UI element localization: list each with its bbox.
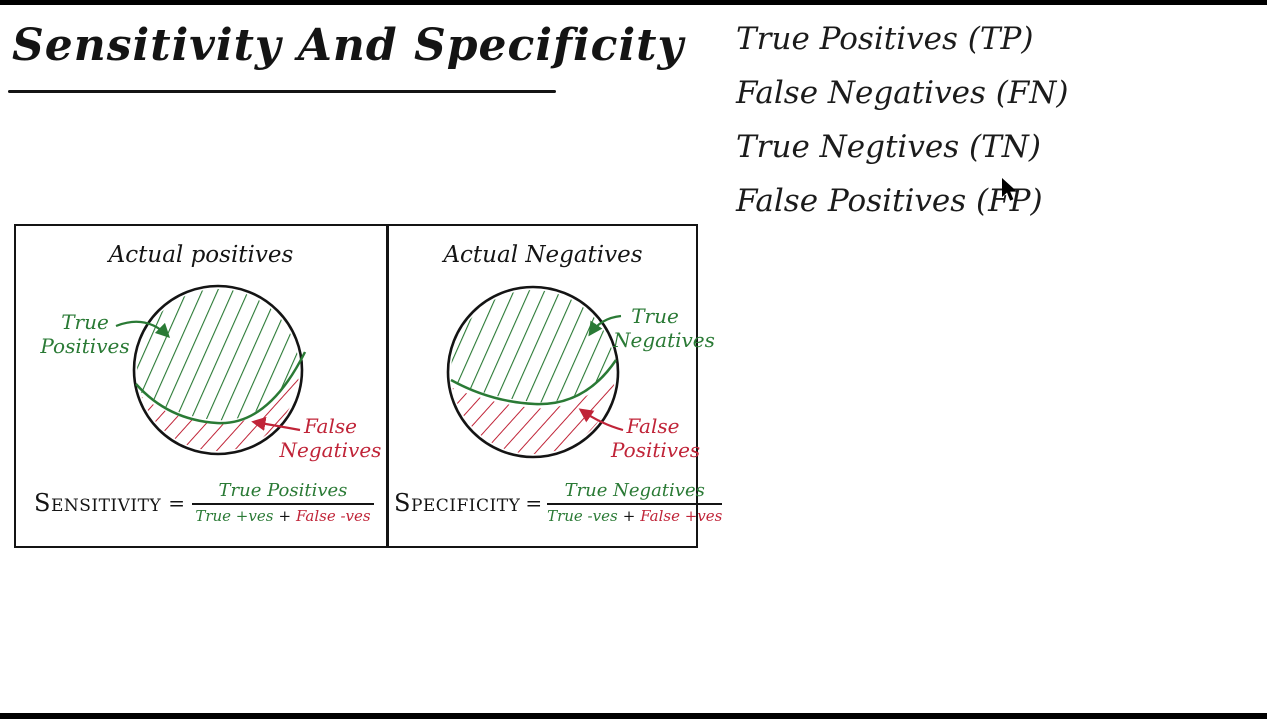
specificity-fraction-bar bbox=[547, 503, 723, 505]
specificity-equals-sign: = bbox=[525, 490, 543, 515]
specificity-denominator-plus: + bbox=[622, 507, 636, 525]
page-title: Sensitivity And Specificity bbox=[12, 20, 685, 71]
actual-negatives-heading: Actual Negatives bbox=[443, 242, 643, 268]
diagram-box: Actual positives bbox=[14, 224, 723, 548]
false-positives-label-line2: Positives bbox=[611, 438, 701, 462]
mouse-cursor bbox=[1002, 178, 1017, 201]
sensitivity-numerator: True Positives bbox=[218, 480, 348, 501]
false-negatives-label-line2: Negatives bbox=[279, 438, 382, 462]
legend-item-false-negatives: False Negatives (FN) bbox=[736, 75, 1069, 111]
panel-actual-negatives: Actual Negatives bbox=[389, 226, 723, 546]
legend-item-true-negatives: True Negtives (TN) bbox=[736, 129, 1041, 165]
region-boundary-line bbox=[135, 351, 307, 425]
legend-item-false-positives: False Positives (FP) bbox=[736, 183, 1043, 219]
true-positives-arrow bbox=[115, 320, 171, 339]
false-negatives-arrow bbox=[251, 416, 301, 432]
sensitivity-equals-sign: = bbox=[168, 490, 185, 515]
actual-negatives-drawing bbox=[446, 285, 624, 459]
region-boundary-line bbox=[450, 359, 618, 406]
sensitivity-denominator-fn: False -ves bbox=[296, 507, 371, 525]
specificity-fraction: True Negatives True -ves + False +ves bbox=[547, 480, 723, 525]
true-negatives-label: True Negatives bbox=[613, 304, 715, 352]
panel-divider bbox=[386, 226, 389, 546]
sensitivity-denominator-plus: + bbox=[278, 507, 292, 525]
mouse-cursor-arrow bbox=[1002, 178, 1017, 201]
specificity-denominator-fp: False +ves bbox=[640, 507, 723, 525]
sensitivity-denominator: True +ves + False -ves bbox=[195, 507, 370, 525]
panel-actual-positives: Actual positives bbox=[16, 226, 386, 546]
letterbox-top bbox=[0, 0, 1267, 5]
true-negatives-hatch bbox=[451, 290, 615, 403]
sensitivity-denominator-tp: True +ves bbox=[195, 507, 274, 525]
specificity-formula-name: Specificity bbox=[394, 488, 521, 517]
sensitivity-formula-name: Sensitivity bbox=[34, 488, 162, 517]
false-positives-label: False Positives bbox=[611, 414, 701, 462]
sensitivity-fraction-bar bbox=[191, 503, 374, 505]
letterbox-bottom bbox=[0, 713, 1267, 719]
false-negatives-label: False Negatives bbox=[278, 414, 383, 462]
specificity-formula: Specificity = True Negatives True -ves +… bbox=[394, 480, 723, 525]
false-negatives-label-line1: False bbox=[304, 414, 357, 438]
false-positives-arrow bbox=[578, 408, 624, 432]
specificity-numerator: True Negatives bbox=[564, 480, 705, 501]
actual-positives-drawing bbox=[115, 284, 307, 456]
false-positives-label-line1: False bbox=[626, 414, 680, 438]
legend: True Positives (TP) False Negatives (FN)… bbox=[736, 12, 1069, 228]
true-positives-label-line2: Positives bbox=[40, 334, 130, 358]
true-negatives-arrow bbox=[588, 314, 622, 337]
true-negatives-label-line1: True bbox=[631, 304, 679, 328]
sensitivity-fraction: True Positives True +ves + False -ves bbox=[191, 480, 374, 525]
true-positives-label: True Positives bbox=[40, 310, 130, 358]
sensitivity-formula: Sensitivity = True Positives True +ves +… bbox=[34, 480, 374, 525]
actual-positives-heading: Actual positives bbox=[108, 242, 294, 268]
specificity-denominator: True -ves + False +ves bbox=[547, 507, 722, 525]
title-underline bbox=[8, 90, 556, 93]
specificity-denominator-tn: True -ves bbox=[547, 507, 618, 525]
true-positives-label-line1: True bbox=[61, 310, 109, 334]
true-negatives-label-line2: Negatives bbox=[613, 328, 715, 352]
legend-item-true-positives: True Positives (TP) bbox=[736, 21, 1034, 57]
true-positives-hatch bbox=[137, 289, 299, 421]
